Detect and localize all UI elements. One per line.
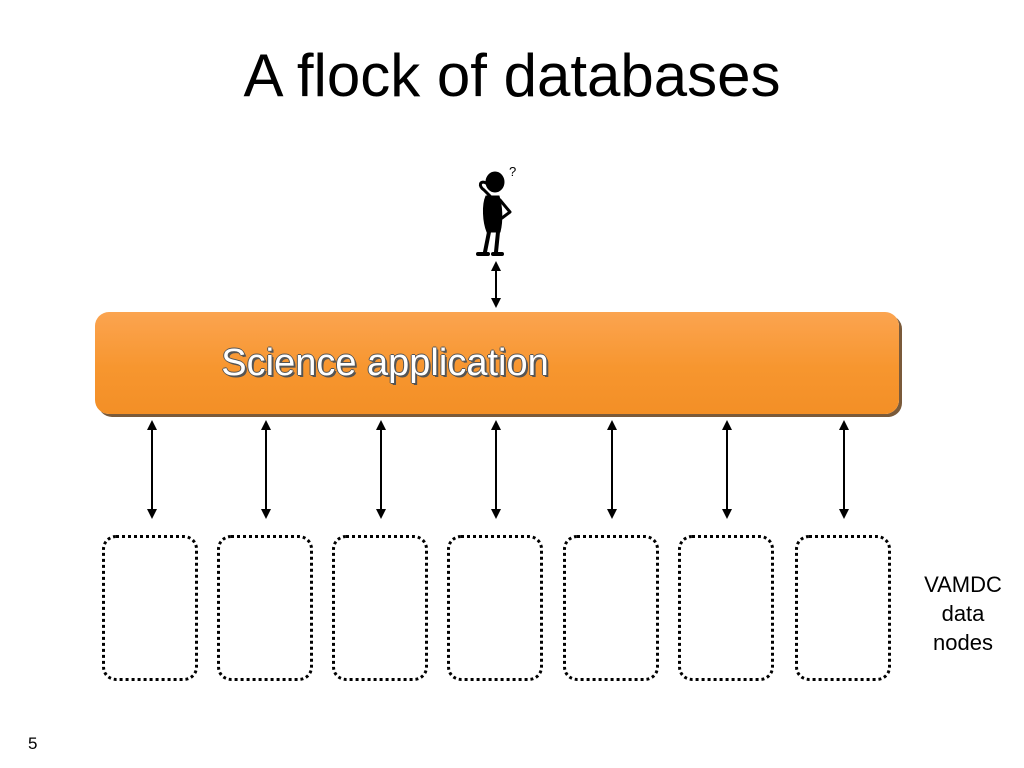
science-application-box: Science application (95, 312, 899, 414)
data-node (563, 535, 659, 681)
data-nodes-label-line: nodes (933, 630, 993, 655)
thinking-person-icon: ? (476, 164, 516, 256)
data-node (332, 535, 428, 681)
data-node (678, 535, 774, 681)
svg-text:?: ? (509, 164, 516, 179)
data-node (217, 535, 313, 681)
data-node (795, 535, 891, 681)
data-nodes-label: VAMDC data nodes (906, 570, 1020, 657)
data-node (102, 535, 198, 681)
data-nodes-label-line: VAMDC (924, 572, 1002, 597)
data-nodes-label-line: data (941, 601, 985, 626)
slide-title: A flock of databases (243, 42, 781, 109)
data-node (447, 535, 543, 681)
science-application-label: Science application (221, 342, 549, 384)
page-number: 5 (28, 734, 38, 753)
